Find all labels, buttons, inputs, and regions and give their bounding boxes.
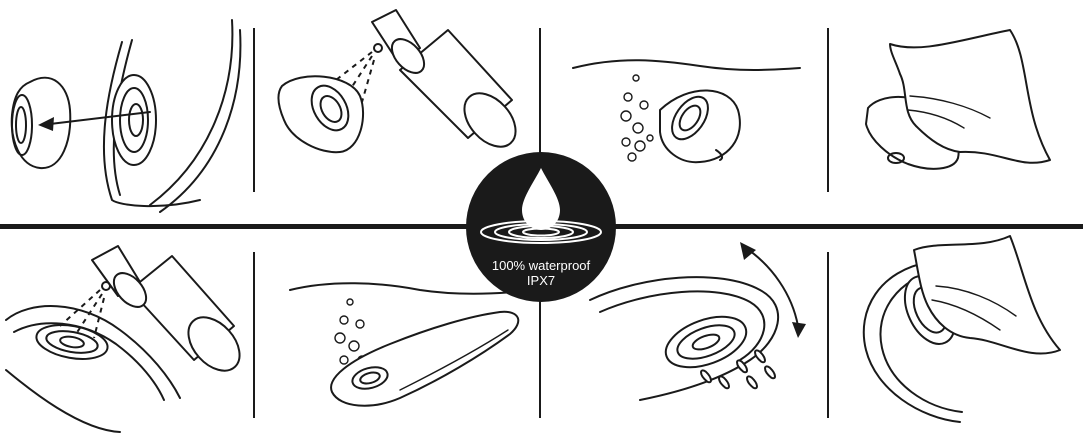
panel-dry-device [864, 236, 1060, 422]
panel-shake-device [590, 242, 806, 400]
cap-head-icon [278, 76, 363, 152]
spray-bottle-icon [92, 246, 250, 380]
spray-bottle-icon [372, 10, 526, 156]
panel-spray-head [278, 10, 525, 156]
device-body-icon [6, 306, 180, 432]
badge-line-2: IPX7 [527, 273, 555, 288]
waterproof-badge: 100% waterproof IPX7 [466, 152, 616, 302]
shake-drip-icon [590, 242, 806, 400]
panel-dry-head [866, 30, 1050, 169]
panel-spray-device [6, 246, 250, 432]
cloth-dry-icon [866, 30, 1050, 169]
detach-head-icon [12, 20, 241, 212]
panel-rinse-head [573, 60, 800, 162]
badge-line-1: 100% waterproof [492, 258, 591, 273]
submerge-icon [573, 60, 800, 162]
cloth-dry-icon [864, 236, 1060, 422]
device-body-icon [331, 312, 518, 406]
panel-submerge-device [290, 283, 534, 405]
panel-remove-cap [12, 20, 241, 212]
